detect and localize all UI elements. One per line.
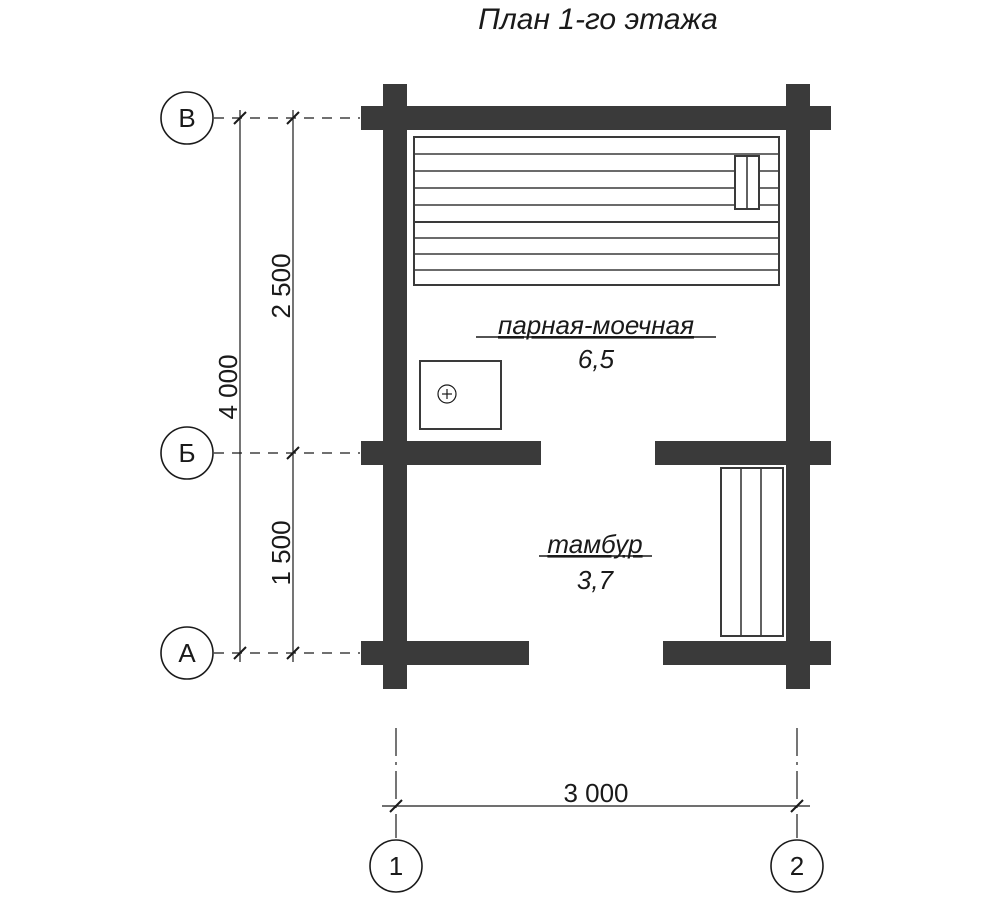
axis-marker-row-a: А [160, 626, 214, 680]
room-name-steam: парная-моечная [498, 310, 694, 340]
dim-lower: 1 500 [266, 520, 296, 585]
room-area-steam: 6,5 [578, 344, 615, 374]
dimension-horizontal: 3 000 [382, 778, 810, 813]
axis-marker-col-1: 1 [369, 839, 423, 893]
dimension-vertical-parts: 2 500 1 500 [266, 110, 300, 662]
axis-label-1: 1 [389, 851, 403, 881]
walls [361, 84, 831, 689]
room-area-vestibule: 3,7 [577, 565, 615, 595]
room-name-vestibule: тамбур [547, 529, 642, 559]
sauna-bench-upper [413, 136, 780, 223]
dim-width: 3 000 [563, 778, 628, 808]
sauna-bench-lower [413, 221, 780, 286]
wall-right [786, 84, 810, 689]
dim-upper: 2 500 [266, 253, 296, 318]
axis-marker-col-2: 2 [770, 839, 824, 893]
row-axis-lines [214, 117, 360, 654]
dimension-vertical-total: 4 000 [213, 110, 247, 662]
axis-marker-row-b: Б [160, 426, 214, 480]
axis-marker-row-v: В [160, 91, 214, 145]
axis-label-b: Б [178, 438, 195, 468]
partition-left [361, 441, 541, 465]
stove [419, 360, 502, 430]
wall-bottom-left [361, 641, 529, 665]
column-axis-lines [395, 728, 798, 838]
wall-bottom-right [663, 641, 831, 665]
wall-left [383, 84, 407, 689]
axis-label-a: А [178, 638, 196, 668]
plan-title: План 1-го этажа [478, 3, 718, 36]
wall-top [361, 106, 831, 130]
axis-label-2: 2 [790, 851, 804, 881]
dim-total-height: 4 000 [213, 354, 243, 419]
partition-right [655, 441, 831, 465]
axis-label-v: В [178, 103, 195, 133]
vestibule-bench [720, 467, 784, 637]
